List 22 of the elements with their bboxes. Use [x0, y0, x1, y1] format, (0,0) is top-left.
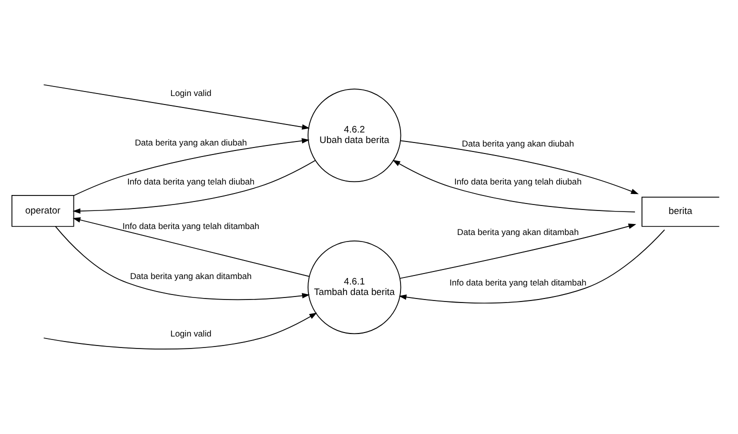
edge-label: Data berita yang akan diubah — [134, 138, 247, 148]
edge-label: Login valid — [170, 88, 212, 98]
arrow — [72, 217, 310, 277]
node-box: operator — [11, 195, 74, 227]
arrow — [73, 138, 310, 196]
node-text: berita — [668, 206, 692, 218]
arrow — [55, 226, 310, 300]
edge-label: Data berita yang akan ditambah — [130, 270, 252, 281]
arrow — [43, 312, 318, 350]
edge-label: Login valid — [170, 328, 212, 338]
arrow — [400, 140, 639, 194]
arrow — [400, 224, 636, 279]
arrow — [392, 160, 636, 212]
edge-label: Data berita yang akan diubah — [462, 138, 574, 149]
edge-label: Info data berita yang telah ditambah — [449, 278, 586, 288]
arrow — [43, 84, 310, 130]
edge-label: Info data berita yang telah diubah — [454, 176, 582, 186]
arrow — [398, 229, 665, 304]
arrow — [72, 160, 316, 214]
edge-label: Info data berita yang telah ditambah — [122, 220, 260, 231]
edge-label: Info data berita yang telah diubah — [127, 176, 255, 186]
edge-label: Data berita yang akan ditambah — [457, 226, 579, 237]
